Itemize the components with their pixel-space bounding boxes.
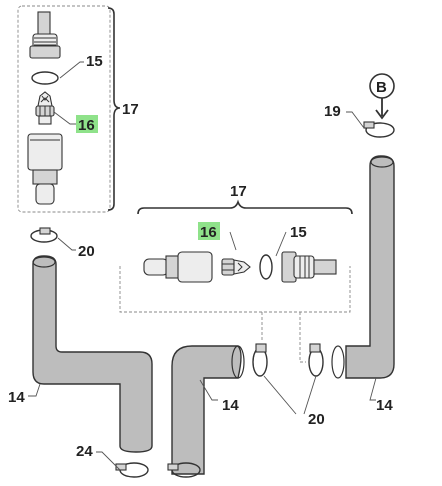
- top-connector: [29, 11, 61, 59]
- arrow-down-icon: [375, 98, 389, 120]
- hose-14-left: [32, 255, 153, 453]
- assembly-17-center-brace: [137, 199, 353, 215]
- callout-16-center: 16: [200, 224, 217, 241]
- hose-14-right: [345, 155, 395, 379]
- leader-14-center: [199, 379, 218, 401]
- callout-19: 19: [324, 103, 341, 120]
- assembly-17-dashed-box: [17, 5, 111, 213]
- hose-14-right-lower-end: [331, 345, 345, 379]
- leader-15-left: [59, 61, 84, 79]
- callout-15-center: 15: [290, 224, 307, 241]
- hose-clamp-20-left: [30, 227, 58, 243]
- callout-14-right: 14: [376, 397, 393, 414]
- leader-19: [346, 111, 365, 129]
- valve-housing-center: [143, 251, 213, 283]
- callout-17-center: 17: [230, 183, 247, 200]
- callout-16-center-highlight: [198, 222, 220, 240]
- assembly-17-brace: [107, 7, 121, 211]
- leader-15-center: [275, 231, 287, 257]
- hose-clamp-24: [115, 462, 149, 478]
- callout-20-left: 20: [78, 243, 95, 260]
- connector-center: [281, 251, 337, 283]
- o-ring-15-left: [31, 71, 59, 85]
- hose-14-center-end: [231, 345, 245, 379]
- o-ring-15-center: [259, 254, 273, 280]
- leader-24: [96, 451, 121, 471]
- hose-clamp-19: [363, 121, 395, 138]
- leader-20-center: [263, 375, 317, 415]
- dashed-lead-right: [299, 312, 306, 363]
- hose-clamp-bottom-center: [167, 462, 201, 478]
- hose-14-right-end: [370, 156, 394, 168]
- callout-20-center: 20: [308, 411, 325, 428]
- callout-14-left: 14: [8, 389, 25, 406]
- check-valve-16-center: [221, 258, 251, 276]
- callout-15-left: 15: [86, 53, 103, 70]
- callout-17-left: 17: [122, 101, 139, 118]
- callout-24: 24: [76, 443, 93, 460]
- leader-14-right: [369, 377, 377, 401]
- check-valve-16-left: [35, 91, 55, 125]
- valve-housing-left: [27, 133, 63, 205]
- leader-14-left: [28, 383, 41, 397]
- callout-b: B: [376, 79, 387, 96]
- hose-14-left-end: [32, 256, 56, 268]
- leader-20-left: [57, 237, 76, 251]
- hose-clamp-20-center: [252, 343, 268, 377]
- leader-16-center: [229, 231, 237, 251]
- leader-16-left: [53, 111, 76, 125]
- callout-14-center: 14: [222, 397, 239, 414]
- callout-16-left: 16: [78, 117, 95, 134]
- callout-16-left-highlight: [76, 115, 98, 133]
- hose-clamp-20-right: [308, 343, 324, 377]
- assembly-17-center-dashed: [119, 266, 351, 313]
